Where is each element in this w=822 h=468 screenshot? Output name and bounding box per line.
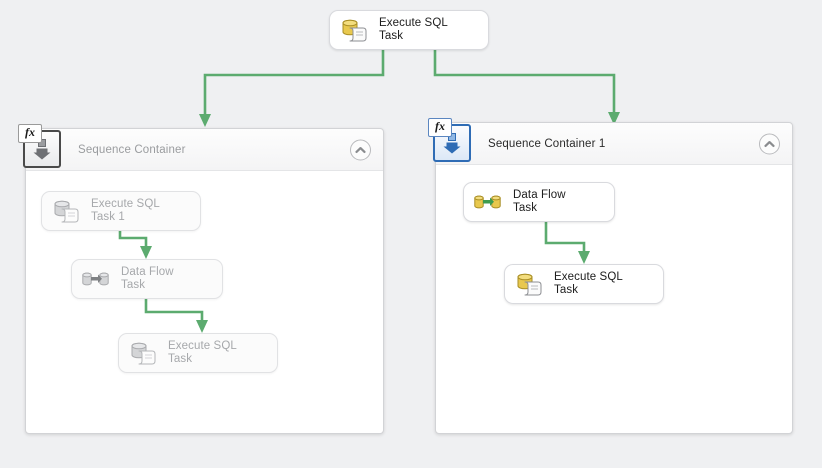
sequence-container-1[interactable]: fx Sequence Container 1 <box>428 118 793 434</box>
container-title: Sequence Container <box>78 143 186 156</box>
task-execute-sql-root[interactable]: Execute SQL Task <box>329 10 489 50</box>
task-label: Data Flow Task <box>513 188 566 215</box>
task-label: Execute SQL Task <box>554 270 623 297</box>
execute-sql-task-icon <box>514 269 544 299</box>
sequence-container-0[interactable]: fx Sequence Container <box>18 124 384 434</box>
task-execute-sql-2[interactable]: Execute SQL Task <box>118 333 278 373</box>
task-execute-sql-1[interactable]: Execute SQL Task 1 <box>41 191 201 231</box>
sequence-container-icon[interactable]: fx <box>18 124 61 168</box>
sequence-container-icon[interactable]: fx <box>428 118 471 162</box>
task-label: Execute SQL Task <box>379 16 448 43</box>
execute-sql-task-icon <box>51 196 81 226</box>
container-header[interactable]: fx Sequence Container 1 <box>428 118 792 165</box>
task-label: Data Flow Task <box>121 265 174 292</box>
chevron-up-icon[interactable] <box>350 139 371 160</box>
task-data-flow-0[interactable]: Data Flow Task <box>71 259 223 299</box>
task-label: Execute SQL Task 1 <box>91 197 160 224</box>
task-data-flow-1[interactable]: Data Flow Task <box>463 182 615 222</box>
execute-sql-task-icon <box>339 15 369 45</box>
execute-sql-task-icon <box>128 338 158 368</box>
task-label: Execute SQL Task <box>168 339 237 366</box>
container-title: Sequence Container 1 <box>488 137 606 150</box>
data-flow-task-icon <box>81 264 111 294</box>
chevron-up-icon[interactable] <box>759 133 780 154</box>
data-flow-task-icon <box>473 187 503 217</box>
container-header[interactable]: fx Sequence Container <box>18 124 383 171</box>
task-execute-sql-3[interactable]: Execute SQL Task <box>504 264 664 304</box>
expression-badge: fx <box>18 124 42 143</box>
expression-badge: fx <box>428 118 452 137</box>
